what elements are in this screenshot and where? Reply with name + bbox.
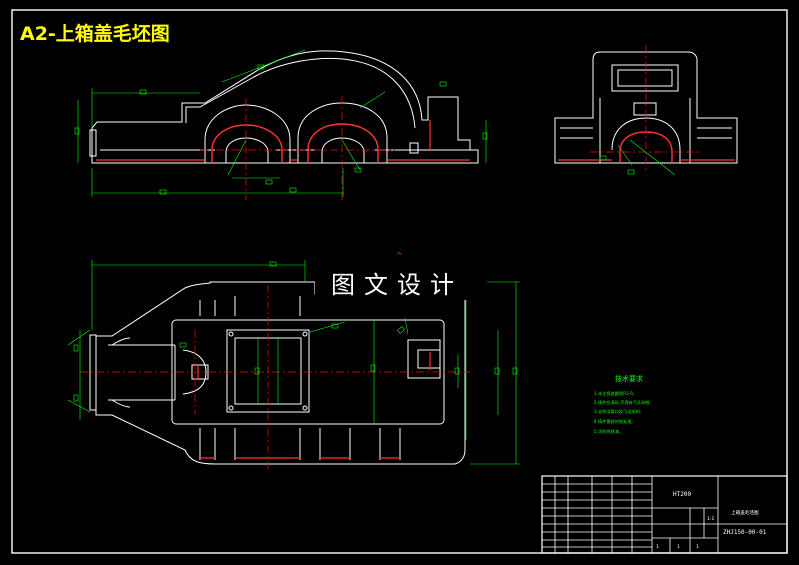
title-block-mark-2: 1 <box>677 544 680 550</box>
sheet-title: A2-上箱盖毛坯图 <box>20 22 170 45</box>
side-view-centerlines <box>590 45 700 172</box>
front-view-centerlines <box>200 96 395 200</box>
notes-item-1: 1.未注铸造圆角R3-5; <box>594 390 634 397</box>
top-view <box>89 281 466 465</box>
watermark: 图文设计 <box>331 271 463 299</box>
bearing-boss-left <box>204 104 291 163</box>
front-view-dimensions <box>74 49 488 197</box>
top-view-outline <box>95 281 466 465</box>
side-view-dimensions <box>599 139 676 176</box>
side-view-window <box>611 64 679 92</box>
notes-item-5: 5.涂防锈底漆。 <box>594 428 623 435</box>
title-block-mark-1: 1 <box>656 544 659 550</box>
cursor-marker: ^ <box>396 251 403 260</box>
watermark-backdrop <box>315 268 487 300</box>
notes-item-4: 4.铸件需经时效处理; <box>594 418 633 425</box>
notes-item-2: 2.铸件应清砂,不得有气孔砂眼; <box>594 399 651 406</box>
side-view-outline <box>554 51 738 164</box>
top-view-dimensions <box>67 260 520 465</box>
notes-item-3: 3.去除浇冒口及飞边毛刺; <box>594 408 641 415</box>
top-view-centerlines <box>80 285 470 470</box>
title-block-part-name: 上箱盖毛坯图 <box>731 509 759 516</box>
front-view-outline <box>91 50 479 164</box>
bearing-boss-right <box>297 102 388 163</box>
notes-heading: 技术要求 <box>615 374 643 383</box>
title-block-material: HT200 <box>673 491 691 498</box>
title-block-drawing-number: ZHJ150-00-01 <box>723 529 767 536</box>
title-block-scale: 1:1 <box>707 516 714 522</box>
title-block-mark-3: 1 <box>696 544 699 550</box>
title-block <box>541 475 788 554</box>
top-view-highlights <box>197 352 431 459</box>
sheet-border <box>11 9 788 554</box>
front-view <box>89 50 479 164</box>
technical-notes: 技术要求 1.未注铸造圆角R3-5; 2.铸件应清砂,不得有气孔砂眼; 3.去除… <box>594 374 651 435</box>
